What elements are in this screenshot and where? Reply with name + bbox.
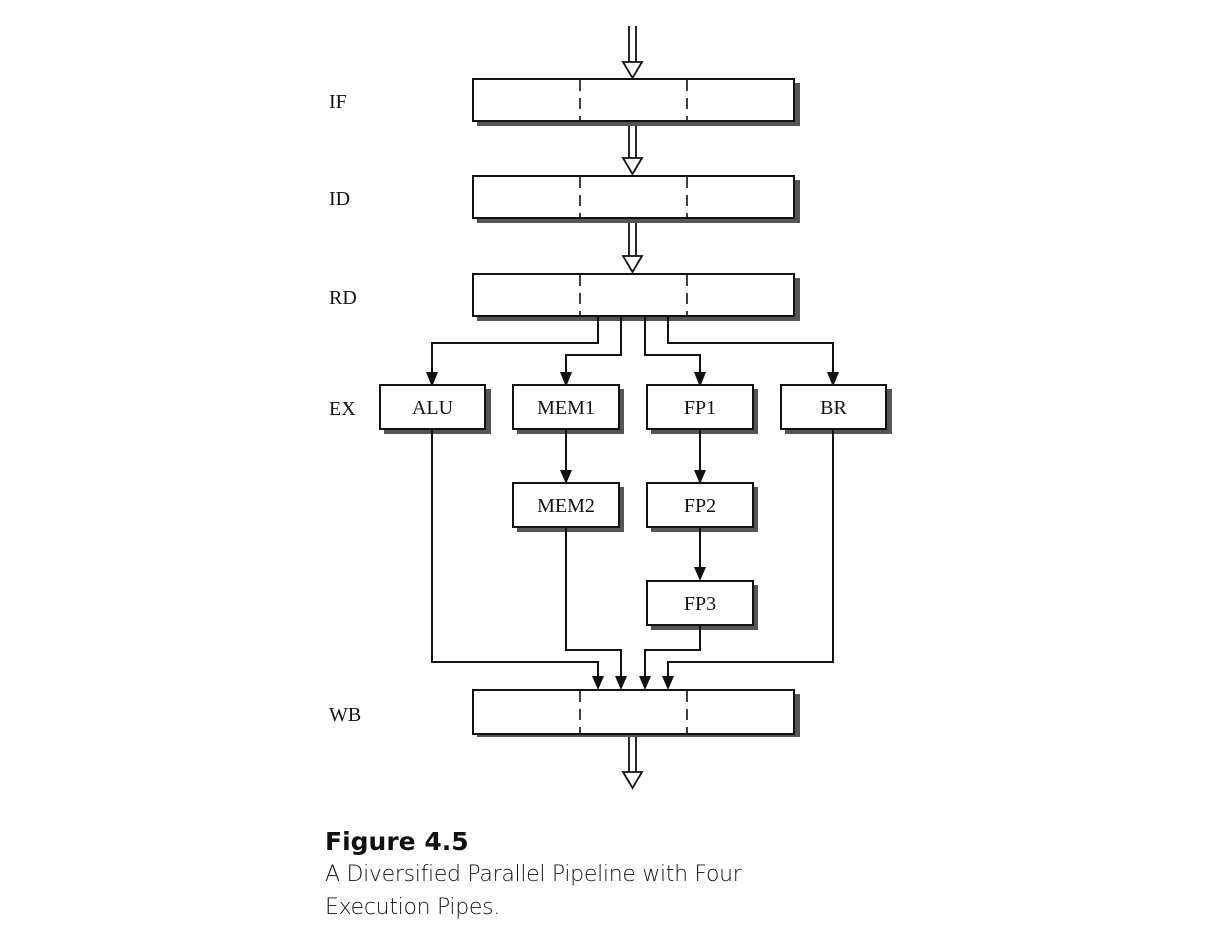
unit-br: BR xyxy=(780,384,892,434)
arrowhead xyxy=(694,567,706,581)
unit-label-mem2: MEM2 xyxy=(537,495,595,517)
wire-rd-to-fp1 xyxy=(644,316,701,378)
figure-description: A Diversified Parallel Pipeline with Fou… xyxy=(325,862,742,920)
arrowhead xyxy=(694,372,706,387)
arrowhead xyxy=(662,676,674,690)
arrowhead xyxy=(694,470,706,484)
figure-number: Figure 4.5 xyxy=(325,827,469,856)
if-to-id-arrow xyxy=(621,124,644,176)
stage-label-wb: WB xyxy=(329,704,361,726)
unit-mem2: MEM2 xyxy=(512,482,624,532)
arrowhead xyxy=(560,372,572,387)
stage-label-if: IF xyxy=(329,91,347,113)
unit-fp1: FP1 xyxy=(646,384,758,434)
unit-label-fp2: FP2 xyxy=(684,495,716,517)
unit-mem1: MEM1 xyxy=(512,384,624,434)
wire-fp3-to-wb xyxy=(644,625,701,682)
arrowhead xyxy=(560,470,572,484)
input-arrow xyxy=(621,26,644,80)
output-arrow xyxy=(621,737,644,790)
arrowhead xyxy=(426,372,438,387)
id-to-rd-arrow xyxy=(621,221,644,274)
unit-alu: ALU xyxy=(379,384,491,434)
unit-label-fp3: FP3 xyxy=(684,593,716,615)
arrowhead xyxy=(592,676,604,690)
unit-label-fp1: FP1 xyxy=(684,397,716,419)
stage-label-rd: RD xyxy=(329,287,357,309)
arrowhead xyxy=(827,372,839,387)
unit-label-mem1: MEM1 xyxy=(537,397,595,419)
wire-rd-to-alu xyxy=(431,316,599,378)
wire-rd-to-mem1 xyxy=(565,316,622,378)
stage-label-ex: EX xyxy=(329,398,356,420)
unit-fp3: FP3 xyxy=(646,580,758,630)
arrowhead xyxy=(639,676,651,690)
unit-label-br: BR xyxy=(820,397,847,419)
figure-caption: Figure 4.5 A Diversified Parallel Pipeli… xyxy=(325,826,785,924)
wire-br-to-wb xyxy=(667,429,834,682)
stage-label-id: ID xyxy=(329,188,350,210)
latch-wb xyxy=(472,689,800,737)
wire-alu-to-wb xyxy=(431,429,599,682)
wire-mem2-to-wb xyxy=(565,527,622,682)
unit-label-alu: ALU xyxy=(412,397,454,419)
latch-id xyxy=(472,175,800,223)
latch-rd xyxy=(472,273,800,321)
wire-rd-to-br xyxy=(667,316,834,378)
latch-if xyxy=(472,78,800,126)
arrowhead xyxy=(615,676,627,690)
unit-fp2: FP2 xyxy=(646,482,758,532)
